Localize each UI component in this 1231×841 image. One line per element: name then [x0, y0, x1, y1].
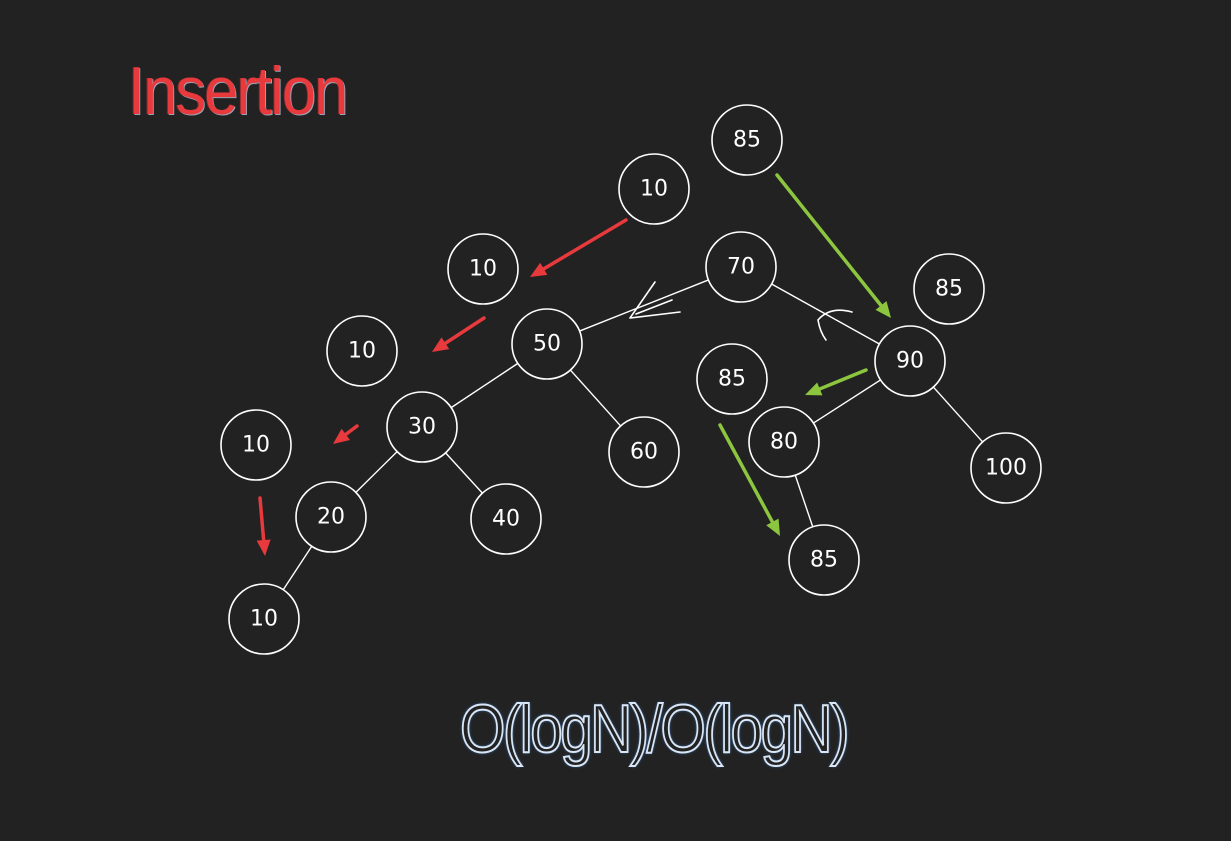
node-n70: 70	[705, 231, 777, 303]
arrow-head	[766, 518, 780, 536]
node-n85: 85	[788, 524, 860, 596]
node-s10b: 10	[447, 233, 519, 305]
node-label: 10	[640, 177, 668, 202]
node-s10c: 10	[326, 315, 398, 387]
arrow-head	[256, 539, 271, 556]
node-n60: 60	[608, 416, 680, 488]
tree-edge	[569, 369, 622, 427]
tree-edge	[450, 362, 519, 409]
arrow-head	[530, 262, 548, 277]
node-n10: 10	[228, 583, 300, 655]
node-n90: 90	[874, 325, 946, 397]
node-n50: 50	[511, 308, 583, 380]
red-arrow	[333, 424, 359, 444]
green-arrow	[718, 423, 780, 536]
arrow-shaft	[718, 423, 775, 524]
node-circle	[470, 483, 542, 555]
hand-mark	[817, 309, 853, 341]
red-arrow	[432, 316, 486, 352]
node-circle	[705, 231, 777, 303]
node-n30: 30	[386, 391, 458, 463]
node-label: 90	[896, 349, 924, 374]
arrow-head	[333, 428, 350, 444]
node-label: 50	[533, 332, 561, 357]
node-circle	[326, 315, 398, 387]
tree-edge	[282, 545, 313, 591]
node-circle	[711, 104, 783, 176]
node-label: 10	[242, 433, 270, 458]
node-label: 20	[317, 505, 345, 530]
node-s10d: 10	[220, 409, 292, 481]
node-label: 60	[630, 440, 658, 465]
node-circle	[748, 406, 820, 478]
node-label: 80	[770, 430, 798, 455]
node-label: 100	[985, 456, 1027, 481]
arrow-shaft	[818, 368, 868, 391]
node-label: 85	[810, 548, 838, 573]
node-s85b: 85	[913, 253, 985, 325]
node-circle	[511, 308, 583, 380]
arrow-head	[875, 301, 891, 318]
node-circle	[295, 481, 367, 553]
node-circle	[788, 524, 860, 596]
node-s85a: 85	[711, 104, 783, 176]
tree-edge	[579, 279, 709, 332]
node-label: 30	[408, 415, 436, 440]
node-n80: 80	[748, 406, 820, 478]
node-label: 85	[935, 277, 963, 302]
node-circle	[696, 343, 768, 415]
node-circle	[447, 233, 519, 305]
node-circle	[618, 153, 690, 225]
tree-edge	[813, 379, 881, 424]
red-arrow	[256, 496, 271, 556]
page-title: Insertion	[128, 53, 348, 129]
node-circle	[220, 409, 292, 481]
node-label: 85	[718, 367, 746, 392]
arrow-shaft	[542, 218, 628, 271]
node-n100: 100	[970, 432, 1042, 504]
node-circle	[608, 416, 680, 488]
tree-edge	[445, 452, 483, 494]
green-arrow	[775, 173, 891, 318]
complexity-label: O(logN)/O(logN)	[459, 690, 850, 768]
arrow-head	[805, 382, 823, 396]
node-circle	[228, 583, 300, 655]
arrow-shaft	[344, 424, 359, 437]
tree-edge	[932, 386, 984, 443]
node-s85c: 85	[696, 343, 768, 415]
node-n40: 40	[470, 483, 542, 555]
node-circle	[386, 391, 458, 463]
arrow-shaft	[258, 496, 266, 542]
node-circle	[874, 325, 946, 397]
node-circle	[970, 432, 1042, 504]
arrow-shaft	[775, 173, 883, 308]
node-label: 40	[492, 507, 520, 532]
arrow-shaft	[443, 316, 486, 345]
tree-edge	[355, 451, 398, 493]
node-label: 10	[250, 607, 278, 632]
red-arrow	[530, 218, 628, 277]
node-label: 10	[348, 339, 376, 364]
node-s10a: 10	[618, 153, 690, 225]
node-label: 70	[727, 255, 755, 280]
tree-edge	[794, 474, 814, 528]
node-circle	[913, 253, 985, 325]
arrow-head	[432, 337, 450, 352]
node-label: 10	[469, 257, 497, 282]
node-label: 85	[733, 128, 761, 153]
hand-mark	[629, 281, 681, 319]
green-arrow	[805, 368, 868, 396]
node-n20: 20	[295, 481, 367, 553]
